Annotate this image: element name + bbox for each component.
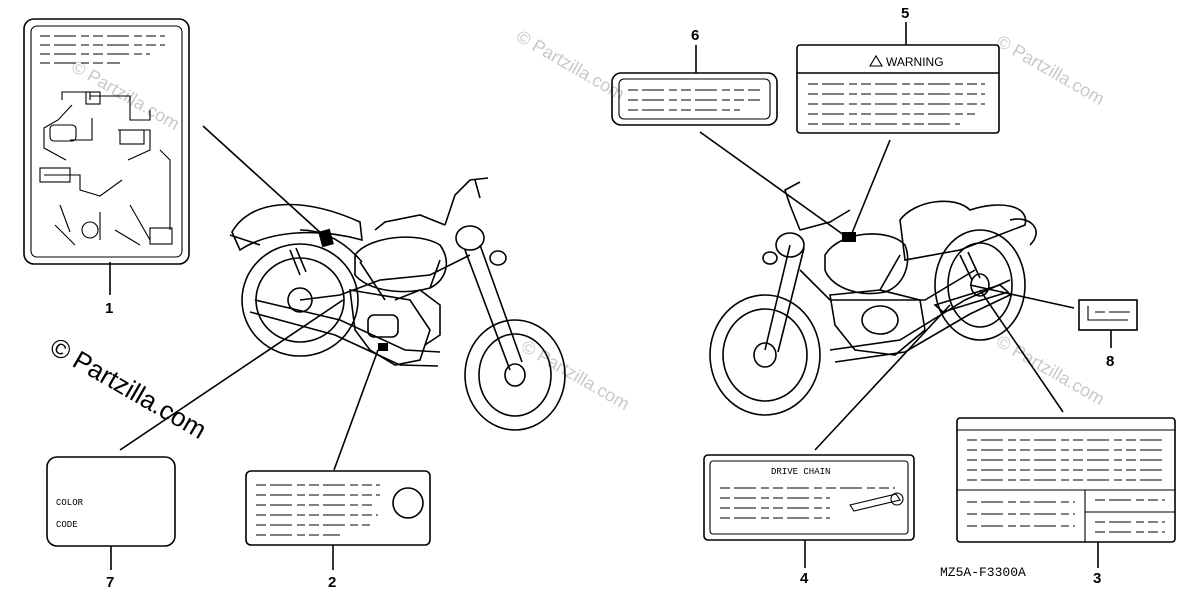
label-5-warning: WARNING 5 bbox=[796, 5, 1000, 134]
callout-5: 5 bbox=[901, 5, 909, 22]
motorcycle-left-view bbox=[229, 177, 566, 431]
callout-1: 1 bbox=[105, 300, 113, 317]
label-2-tire-info: 2 bbox=[245, 470, 431, 591]
label-8-small-tag: 8 bbox=[1078, 299, 1138, 370]
leader-8 bbox=[969, 284, 1075, 309]
leader-7 bbox=[119, 299, 344, 451]
label-4-drive-chain: DRIVE CHAIN 4 bbox=[703, 454, 915, 587]
watermark-layer: © Partzilla.com © Partzilla.com © Partzi… bbox=[45, 26, 1108, 445]
label-3-spec-label: 3 bbox=[956, 417, 1176, 587]
watermark-text: © Partzilla.com bbox=[518, 336, 633, 414]
warning-text: WARNING bbox=[886, 55, 944, 69]
motorcycle-right-view bbox=[709, 181, 1037, 416]
leader-3 bbox=[979, 289, 1064, 413]
drive-chain-text: DRIVE CHAIN bbox=[771, 467, 830, 477]
callout-8: 8 bbox=[1106, 353, 1114, 370]
callout-3: 3 bbox=[1093, 570, 1101, 587]
watermark-text: © Partzilla.com bbox=[993, 331, 1108, 409]
label-1-emission-diagram: 1 bbox=[23, 18, 190, 317]
callout-6: 6 bbox=[691, 27, 699, 44]
leader-4 bbox=[814, 304, 951, 451]
watermark-text: © Partzilla.com bbox=[68, 56, 183, 134]
part-code: MZ5A-F3300A bbox=[940, 565, 1026, 580]
leader-1 bbox=[202, 125, 324, 236]
watermark-main: © Partzilla.com bbox=[45, 331, 212, 445]
watermark-text: © Partzilla.com bbox=[993, 31, 1108, 109]
callout-7: 7 bbox=[106, 574, 114, 591]
leader-2 bbox=[333, 349, 379, 471]
watermark-text: © Partzilla.com bbox=[513, 26, 628, 104]
color-text: COLOR bbox=[56, 498, 84, 508]
leader-5 bbox=[849, 139, 891, 239]
label-6-tank-label: 6 bbox=[611, 27, 778, 126]
callout-2: 2 bbox=[328, 574, 336, 591]
leader-6 bbox=[699, 131, 849, 239]
callout-4: 4 bbox=[800, 570, 809, 587]
code-text: CODE bbox=[56, 520, 78, 530]
label-7-color-code: COLOR CODE 7 bbox=[46, 456, 176, 591]
